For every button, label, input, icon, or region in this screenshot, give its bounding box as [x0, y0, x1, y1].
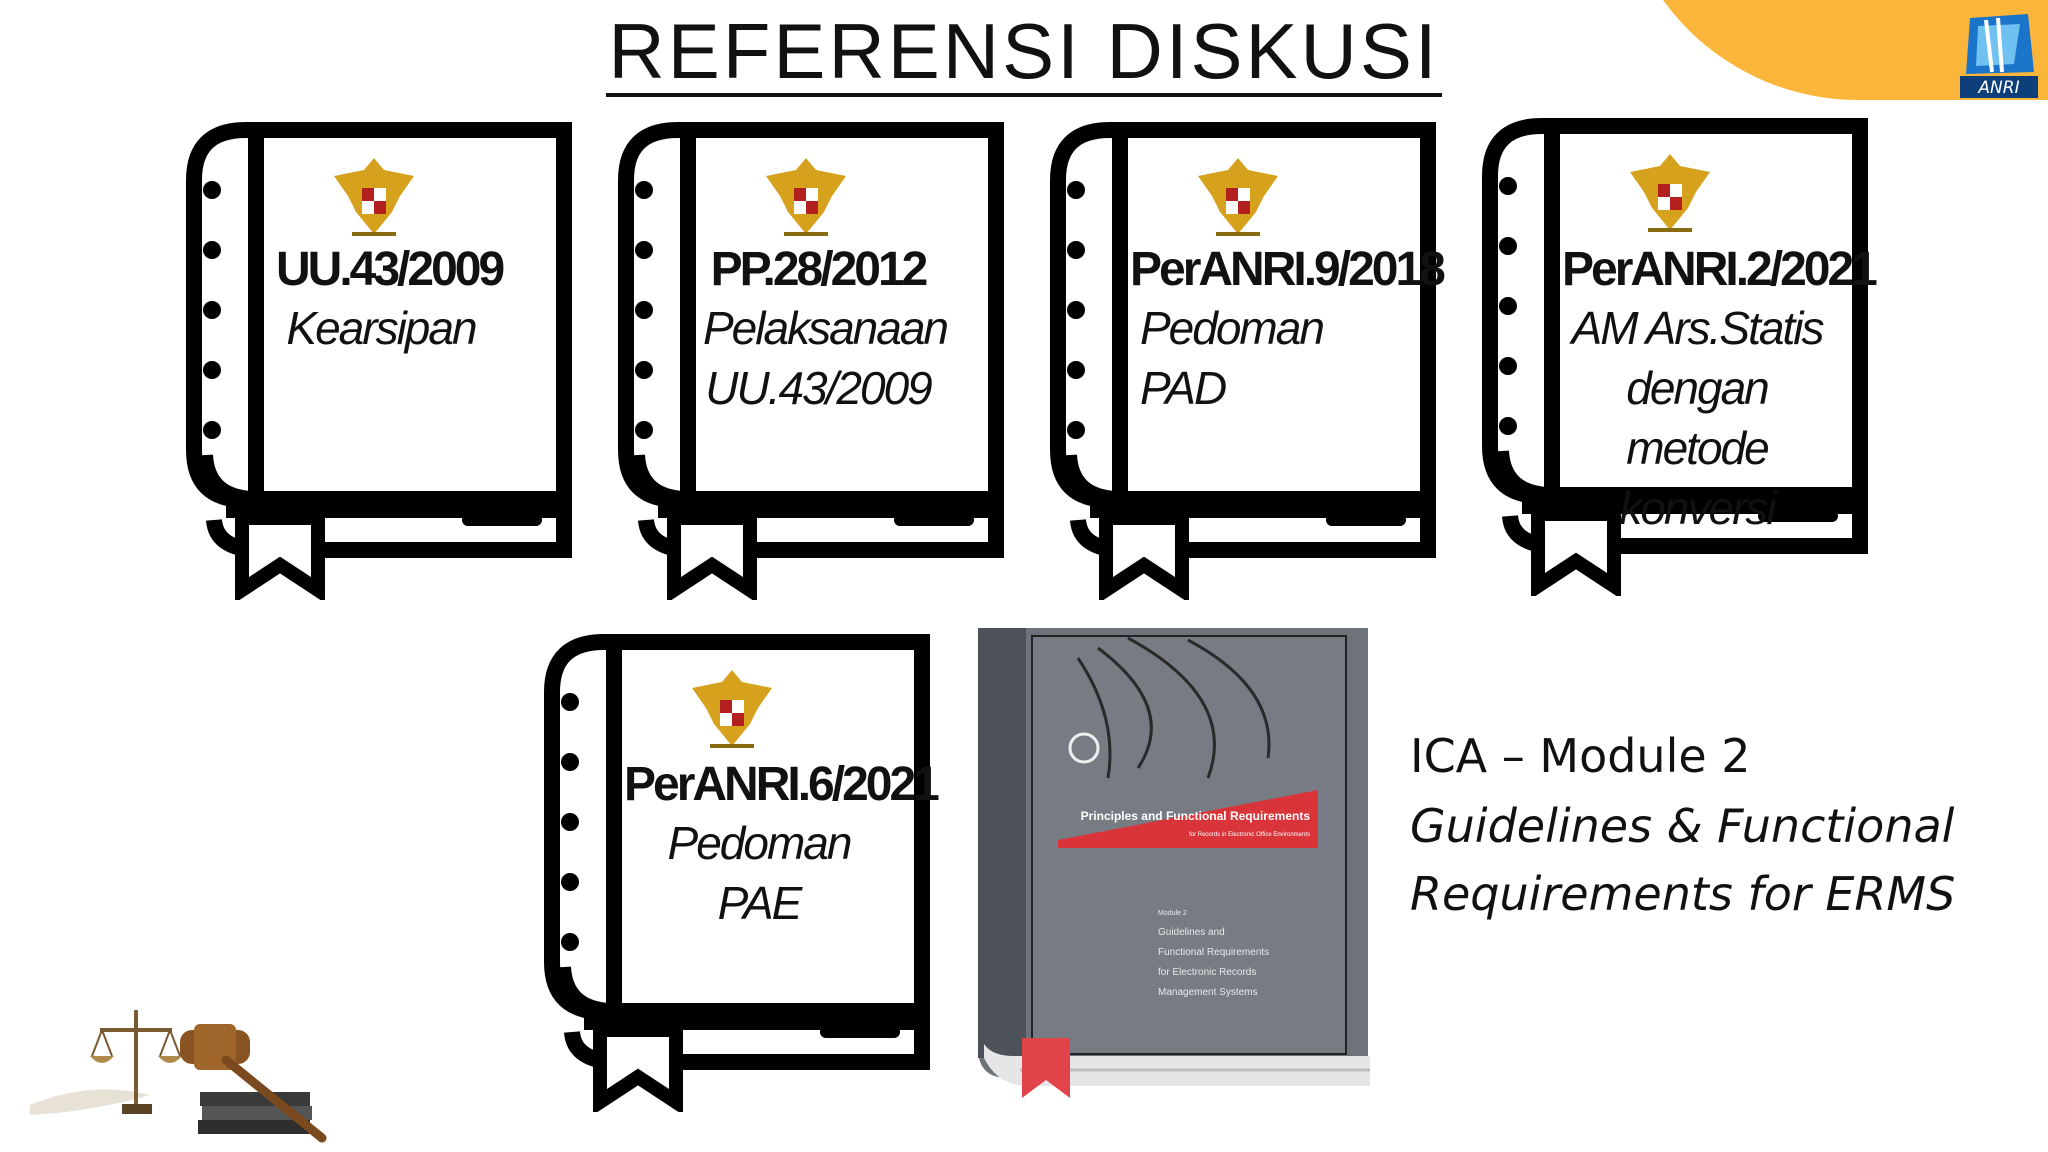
book-icon	[618, 122, 1004, 600]
ica-cover-banner-sub: for Records in Electronic Office Environ…	[1189, 832, 1310, 838]
ica-cover-banner: Principles and Functional Requirements	[1081, 809, 1311, 823]
reference-book-2: PP.28/2012 Pelaksanaan UU.43/2009	[618, 120, 1008, 600]
svg-text:for Records in Electronic Offi: for Records in Electronic Office Environ…	[1189, 832, 1310, 838]
reference-book-3: PerANRI.9/2018 Pedoman PAD	[1050, 120, 1446, 600]
reference-book-5: PerANRI.6/2021 Pedoman PAE	[544, 632, 940, 1112]
book-code: PerANRI.6/2021	[624, 758, 940, 811]
ica-heading: ICA – Module 2	[1410, 729, 1751, 783]
book-description-line: Pedoman PAD	[1140, 302, 1325, 414]
book-description-line: Pelaksanaan	[703, 302, 949, 354]
book-description-line: AM Ars.Statis	[1571, 302, 1825, 354]
book-code: PP.28/2012	[710, 243, 929, 296]
garuda-emblem-icon	[692, 670, 772, 748]
book-icon	[544, 634, 930, 1112]
book-description-line: Pedoman PAE	[667, 817, 853, 929]
garuda-emblem-icon	[334, 158, 414, 236]
ica-description-line: Requirements for ERMS	[1410, 867, 1956, 921]
reference-book-4: PerANRI.2/2021 AM Ars.Statis dengan meto…	[1482, 116, 1878, 596]
ica-description-line: Guidelines & Functional	[1410, 799, 1955, 853]
book-icon	[186, 122, 572, 600]
ica-cover-module-title-line: Functional Requirements	[1158, 947, 1269, 958]
garuda-emblem-icon	[766, 158, 846, 236]
svg-text:Principles and Functional Requ: Principles and Functional Requirements	[1081, 809, 1311, 823]
book-description-line: UU.43/2009	[705, 362, 933, 414]
book-icon	[1050, 122, 1436, 600]
reference-book-1: UU.43/2009 Kearsipan	[186, 120, 576, 600]
book-code: PerANRI.2/2021	[1562, 243, 1878, 296]
book-icon	[1482, 118, 1868, 596]
anri-logo: ANRI	[1960, 14, 2038, 98]
book-code: PerANRI.9/2018	[1130, 243, 1446, 296]
book-description-line: Kearsipan	[286, 302, 477, 354]
ica-cover-module-title-line: Management Systems	[1158, 987, 1258, 998]
ica-cover-module-label: Module 2	[1158, 910, 1187, 917]
book-description-line: dengan metode	[1626, 362, 1770, 474]
ica-reference: ICA – Module 2 Guidelines & Functional R…	[1410, 720, 2030, 928]
justice-scale-gavel-icon	[30, 1010, 327, 1143]
svg-text:Module 2 Guidelines and: Module 2 Guidelines and Functional Requi…	[1158, 907, 1272, 998]
ica-cover-module-title-line: Guidelines and	[1158, 927, 1225, 938]
slide-title: REFERENSI DISKUSI	[606, 7, 1442, 97]
book-description-line: konversi	[1619, 482, 1776, 534]
garuda-emblem-icon	[1630, 154, 1710, 232]
book-code: UU.43/2009	[276, 243, 505, 296]
ica-module-cover: Principles and Functional Requirements f…	[978, 628, 1370, 1098]
logo-text: ANRI	[1977, 78, 2019, 98]
ica-cover-module-title-line: for Electronic Records	[1158, 967, 1256, 978]
garuda-emblem-icon	[1198, 158, 1278, 236]
